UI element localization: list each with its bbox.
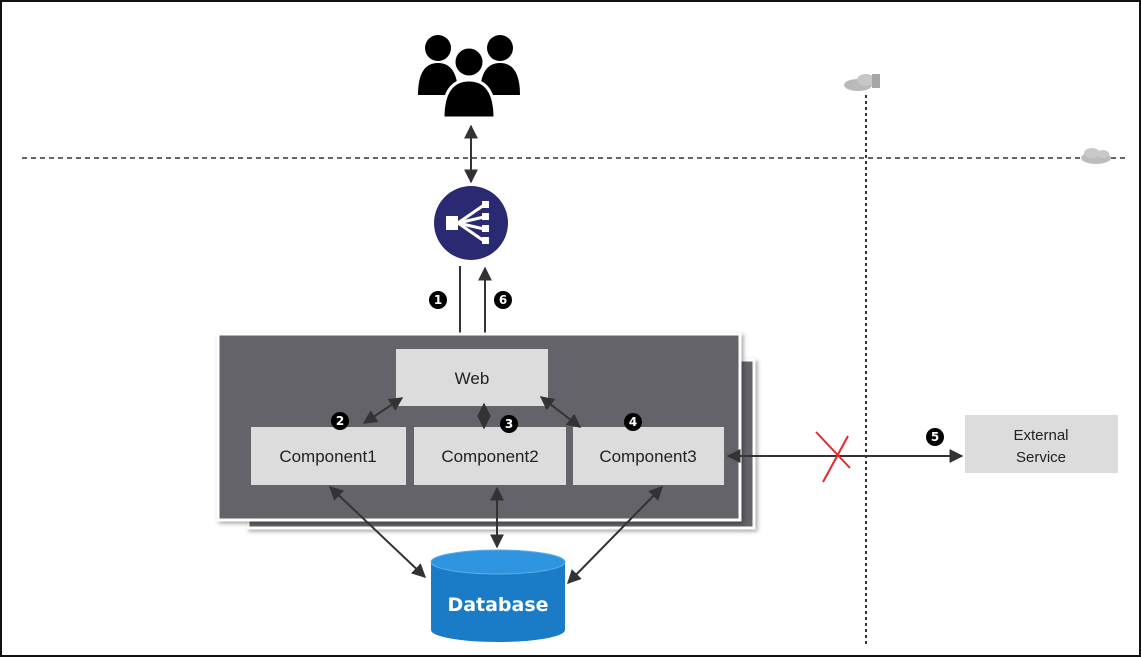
cloud-icon (1081, 148, 1111, 164)
step-badge-3: 3 (500, 415, 518, 433)
step-badge-1: 1 (429, 291, 447, 309)
step-badge-6: 6 (494, 291, 512, 309)
svg-text:2: 2 (336, 414, 344, 428)
database-icon: Database (430, 549, 566, 642)
component1-node: Component1 (251, 427, 406, 485)
failure-cross-icon (815, 431, 851, 483)
step-badge-4: 4 (624, 413, 642, 431)
svg-text:5: 5 (931, 430, 939, 444)
web-component1-arrow (362, 397, 404, 424)
component1-database-arrow (328, 486, 427, 578)
svg-text:Component3: Component3 (599, 447, 696, 466)
svg-text:Component2: Component2 (441, 447, 538, 466)
cloud-icon (844, 74, 880, 91)
svg-text:Service: Service (1016, 449, 1066, 466)
web-component3-arrow (539, 396, 582, 428)
web-node: Web (396, 349, 548, 406)
load-balancer-icon (434, 186, 508, 260)
svg-text:6: 6 (499, 293, 507, 307)
component3-database-arrow (567, 485, 663, 585)
svg-text:Web: Web (455, 369, 490, 388)
component2-node: Component2 (414, 427, 566, 485)
svg-text:4: 4 (629, 415, 637, 429)
component3-node: Component3 (573, 427, 724, 485)
svg-text:3: 3 (505, 417, 513, 431)
step-badge-2: 2 (331, 412, 349, 430)
users-icon (418, 35, 520, 120)
svg-text:1: 1 (434, 293, 442, 307)
step-badge-5: 5 (926, 428, 944, 446)
svg-text:External: External (1013, 427, 1068, 444)
svg-text:Component1: Component1 (279, 447, 376, 466)
external-service-node: External Service (965, 415, 1118, 473)
database-label: Database (447, 594, 548, 616)
